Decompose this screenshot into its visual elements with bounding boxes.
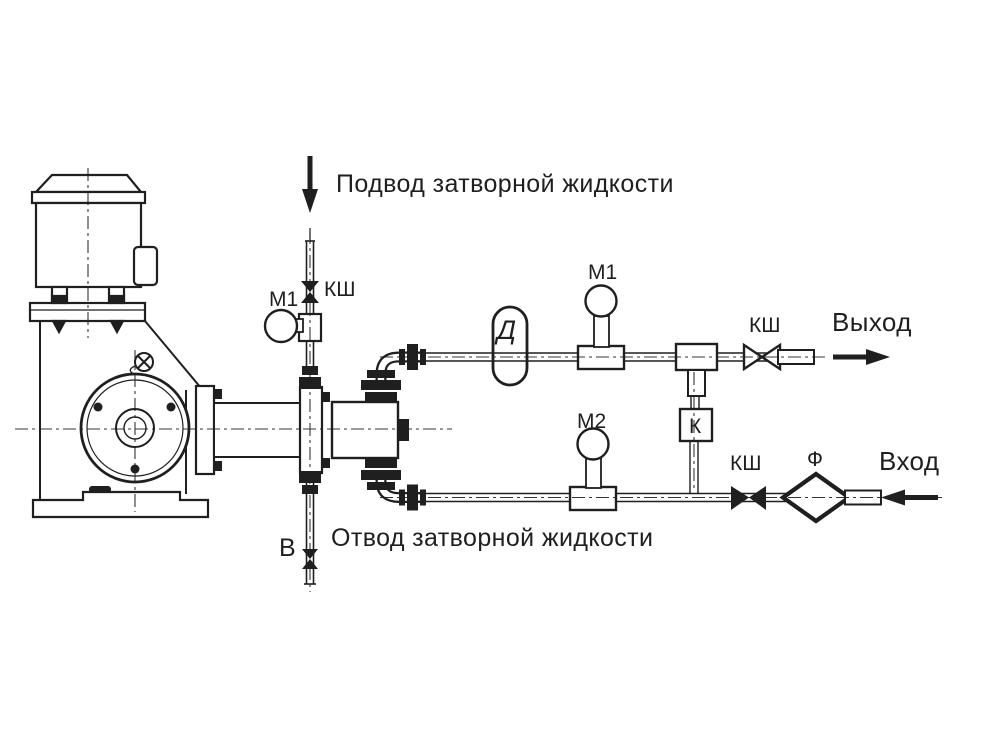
label-supply-line: Подвод затворной жидкости [336,170,674,198]
tag-valve-outlet: КШ [749,314,780,337]
shaft-and-seal-chamber [194,384,409,476]
tag-gauge-m1-left: М1 [269,288,298,311]
outlet-arrow-right [833,349,890,365]
supply-arrow-down [302,156,318,213]
tag-gauge-m1-top: М1 [588,261,617,284]
flow-arrows [302,156,938,506]
label-drain-line: Отвод затворной жидкости [331,524,653,552]
centerlines [15,168,942,592]
pressure-gauges [263,284,618,489]
vent-screw [129,352,154,375]
tag-valve-inlet: КШ [730,452,761,475]
label-outlet: Выход [832,307,912,337]
gauge-m1-left [263,308,304,344]
cooler-box [678,407,714,443]
tag-filter: Ф [807,448,823,471]
tag-gauge-m2: М2 [577,410,606,433]
pump-assembly [28,173,409,519]
inlet-arrow-left [881,489,938,506]
tag-valve-supply: КШ [324,278,355,301]
gauge-m1-top [584,284,618,348]
seal-chamber-fittings [361,370,401,490]
tag-cooler-box: К [689,415,702,438]
pump-base [31,486,210,519]
motor-junction-box [132,245,159,287]
gauge-m2-block [568,485,618,512]
cooler-tee-stem [687,369,706,397]
label-vent: В [279,534,296,562]
gauge-m2 [576,427,610,489]
label-inlet: Вход [879,446,939,476]
tag-damper-vessel: Д [494,315,516,345]
damper-vessel [491,305,529,387]
